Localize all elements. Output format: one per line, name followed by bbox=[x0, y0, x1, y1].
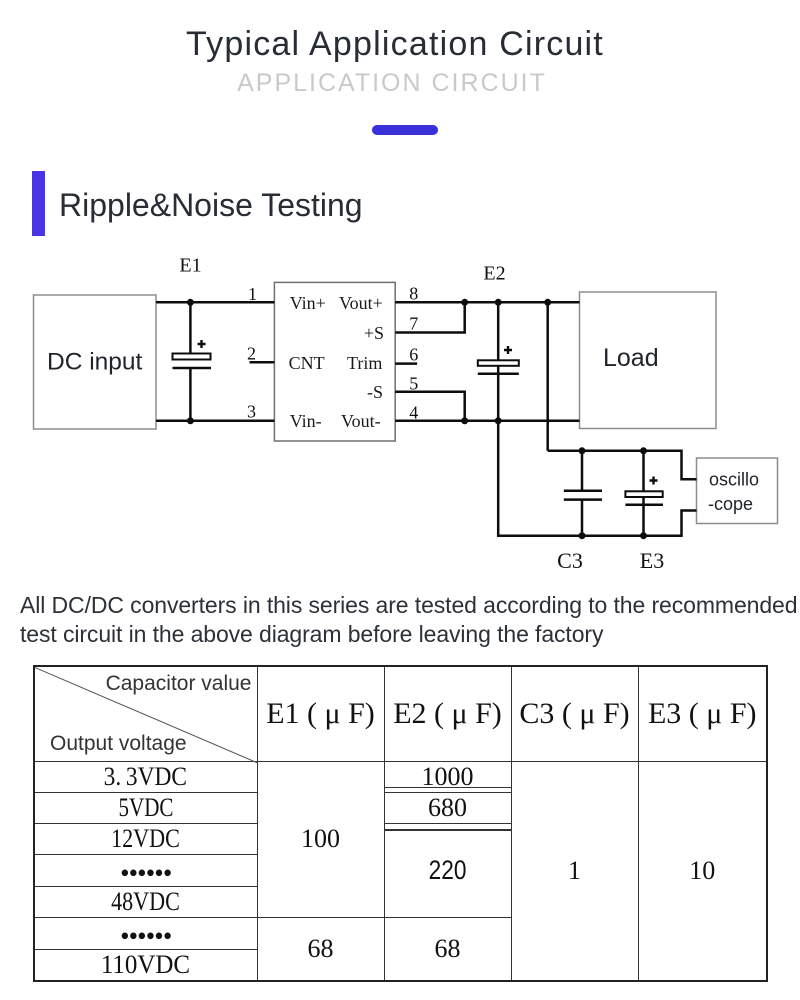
svg-text:4: 4 bbox=[409, 403, 418, 423]
svg-text:Vout+: Vout+ bbox=[339, 293, 383, 313]
svg-text:Vin-: Vin- bbox=[290, 411, 322, 431]
svg-text:E3: E3 bbox=[640, 548, 664, 573]
svg-text:1: 1 bbox=[248, 284, 257, 304]
svg-text:CNT: CNT bbox=[289, 353, 325, 373]
svg-text:E1: E1 bbox=[179, 255, 201, 277]
svg-text:DC input: DC input bbox=[47, 349, 143, 376]
svg-text:-S: -S bbox=[367, 382, 383, 402]
svg-text:E2: E2 bbox=[483, 263, 505, 285]
svg-text:6: 6 bbox=[409, 345, 418, 365]
svg-text:Vin+: Vin+ bbox=[290, 293, 326, 313]
svg-text:3: 3 bbox=[247, 402, 256, 422]
svg-text:+S: +S bbox=[364, 323, 384, 343]
svg-text:Trim: Trim bbox=[347, 353, 382, 373]
svg-text:Load: Load bbox=[603, 344, 659, 372]
svg-text:C3: C3 bbox=[557, 548, 583, 573]
svg-text:oscillo: oscillo bbox=[709, 470, 759, 490]
svg-text:2: 2 bbox=[247, 344, 256, 364]
svg-text:-cope: -cope bbox=[708, 494, 753, 514]
svg-text:8: 8 bbox=[409, 284, 418, 304]
svg-text:5: 5 bbox=[409, 374, 418, 394]
svg-text:Vout-: Vout- bbox=[341, 411, 381, 431]
svg-text:7: 7 bbox=[409, 314, 418, 334]
